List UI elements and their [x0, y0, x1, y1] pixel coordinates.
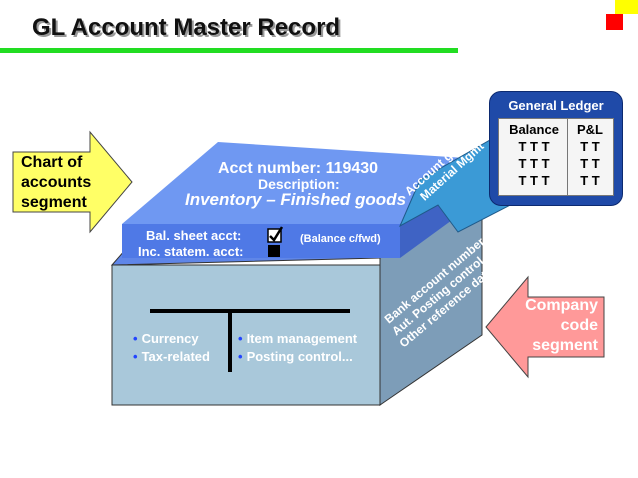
description-value: Inventory – Finished goods: [185, 190, 407, 209]
inc-statem-checkbox: [268, 245, 280, 257]
corner-yellow-square: [615, 0, 638, 14]
general-ledger-table: Balance T T T T T T T T T P&L T T T T T …: [498, 118, 614, 196]
bullet-item: •Item management: [238, 331, 358, 346]
pl-column: P&L T T T T T T: [577, 122, 603, 188]
bullet-item: •Tax-related: [133, 349, 210, 364]
page-title: GL Account Master Record: [32, 14, 341, 41]
box-front-face: [111, 264, 381, 406]
front-right-bullets: •Item management •Posting control...: [238, 330, 357, 366]
acct-number: Acct number: 119430: [218, 160, 379, 177]
front-left-bullets: •Currency •Tax-related: [133, 330, 210, 366]
bullet-item: •Currency: [133, 331, 199, 346]
bullet-item: •Posting control...: [238, 349, 353, 364]
company-code-arrow: [485, 275, 605, 379]
balance-column: Balance T T T T T T T T T: [509, 122, 559, 188]
title-underline: [0, 48, 458, 53]
chart-of-accounts-label: Chart of accounts segment: [21, 154, 92, 211]
chart-of-accounts-arrow: [12, 130, 133, 234]
inc-statem-acct-label: Inc. statem. acct:: [138, 244, 244, 259]
company-code-label: Company code segment: [525, 297, 598, 354]
corner-red-square: [606, 14, 623, 30]
balance-cfwd-label: (Balance c/fwd): [300, 233, 381, 245]
description-label: Description:: [258, 176, 340, 192]
general-ledger-title: General Ledger: [508, 98, 604, 113]
top-slab: [122, 224, 400, 258]
bal-sheet-acct-label: Bal. sheet acct:: [146, 228, 242, 243]
general-ledger-box: General Ledger Balance T T T T T T T T T…: [489, 91, 623, 206]
